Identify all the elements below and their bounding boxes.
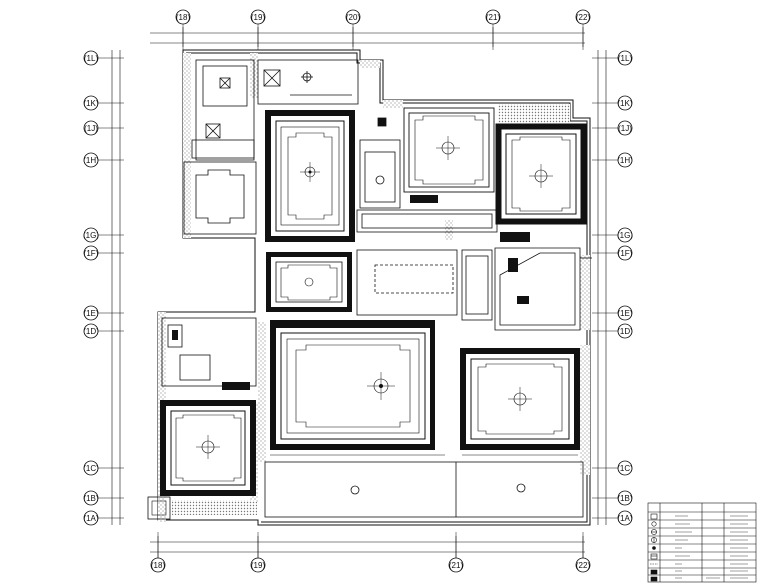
grid-bubble: (1L) — [617, 50, 633, 66]
grid-bubbles-right: (1L) (1K) (1J) (1H) (1G) (1F) (1E) (1D) … — [617, 50, 633, 526]
room-lobby — [183, 161, 257, 235]
room-balcony — [264, 454, 584, 518]
grid-bubble: (22) — [575, 9, 591, 25]
grid-label: (1H) — [617, 156, 633, 165]
hallway-center — [356, 249, 493, 321]
access-panel-icon — [650, 569, 658, 575]
grid-label: (1A) — [617, 514, 632, 523]
grid-label: (18) — [151, 561, 166, 570]
grid-label: (1C) — [83, 464, 99, 473]
room-study — [403, 107, 495, 203]
vent-icon — [650, 553, 658, 560]
top-dimension-line — [150, 27, 585, 47]
grid-bubble: (1K) — [617, 95, 633, 111]
grid-bubble: (22) — [575, 557, 591, 573]
room-dining-alcove — [266, 252, 352, 312]
grid-label: (1G) — [617, 231, 633, 240]
grid-bubble: (1K) — [83, 95, 99, 111]
bottom-dimension-line — [150, 536, 585, 558]
left-dimension-line — [111, 50, 121, 525]
grid-label: (1B) — [83, 494, 98, 503]
room-master-bedroom — [460, 348, 580, 450]
right-dimension-line — [597, 50, 607, 525]
room-utility — [191, 59, 255, 161]
grid-label: (1L) — [618, 54, 633, 63]
smoke-detector-icon — [650, 576, 658, 582]
grid-bubble: (1A) — [617, 510, 633, 526]
grid-label: (19) — [251, 561, 266, 570]
grid-label: (19) — [251, 13, 266, 22]
grid-bubble: (20) — [345, 9, 361, 25]
room-kitchen — [494, 247, 592, 331]
room-bedroom-2 — [495, 123, 587, 225]
grid-bubble: (1E) — [617, 305, 633, 321]
room-bath-2 — [161, 317, 257, 390]
grid-label: (1F) — [84, 249, 99, 258]
grid-label: (1J) — [84, 124, 98, 133]
grid-bubble: (1D) — [83, 323, 99, 339]
grid-bubble: (1G) — [617, 227, 633, 243]
spotlight-icon — [652, 546, 656, 550]
grid-bubble: (1J) — [83, 120, 99, 136]
grid-bubble: (19) — [250, 557, 266, 573]
grid-bubble: (1J) — [617, 120, 633, 136]
room-living — [270, 320, 435, 450]
ceiling-fan-icon — [651, 529, 657, 535]
grid-label: (1F) — [618, 249, 633, 258]
grid-bubble: (1C) — [617, 460, 633, 476]
legend-table — [647, 502, 757, 583]
grid-label: (21) — [449, 561, 464, 570]
grid-label: (1H) — [83, 156, 99, 165]
grid-bubble: (21) — [485, 9, 501, 25]
grid-bubble: (19) — [250, 9, 266, 25]
grid-bubble: (1H) — [83, 152, 99, 168]
grid-label: (1K) — [83, 99, 98, 108]
grid-label: (1A) — [83, 514, 98, 523]
grid-bubble: (1B) — [83, 490, 99, 506]
downlight-icon — [651, 521, 657, 527]
grid-label: (1J) — [618, 124, 632, 133]
corridor-middle — [356, 209, 530, 242]
grid-bubble: (1E) — [83, 305, 99, 321]
grid-bubble: (21) — [448, 557, 464, 573]
grid-light-icon — [650, 513, 658, 520]
grid-bubble: (18) — [175, 9, 191, 25]
grid-bubble: (1F) — [617, 245, 633, 261]
legend-icons — [650, 513, 748, 582]
grid-label: (1L) — [84, 54, 99, 63]
chandelier-icon — [651, 537, 657, 543]
grid-label: (1C) — [617, 464, 633, 473]
grid-label: (1D) — [83, 327, 99, 336]
grid-bubble: (1C) — [83, 460, 99, 476]
grid-bubbles-bottom: (18) (19) (21) (22) — [150, 557, 591, 573]
grid-bubbles-top: (18) (19) (20) (21) (22) — [175, 9, 591, 25]
grid-label: (21) — [486, 13, 501, 22]
room-bath-1 — [359, 117, 401, 209]
room-bedroom-1 — [265, 110, 355, 242]
grid-label: (22) — [576, 13, 591, 22]
grid-bubble: (1F) — [83, 245, 99, 261]
grid-label: (1D) — [617, 327, 633, 336]
grid-bubble: (18) — [150, 557, 166, 573]
grid-label: (1K) — [617, 99, 632, 108]
grid-label: (1B) — [617, 494, 632, 503]
room-bedroom-3 — [147, 400, 256, 520]
grid-bubble: (1H) — [617, 152, 633, 168]
grid-label: (1G) — [83, 231, 99, 240]
grid-bubble: (1D) — [617, 323, 633, 339]
grid-leaders — [98, 24, 618, 558]
grid-bubbles-left: (1L) (1K) (1J) (1H) (1G) (1F) (1E) (1D) … — [83, 50, 99, 526]
grid-bubble: (1A) — [83, 510, 99, 526]
grid-bubble: (1B) — [617, 490, 633, 506]
grid-bubble: (1G) — [83, 227, 99, 243]
grid-label: (20) — [346, 13, 361, 22]
grid-label: (18) — [176, 13, 191, 22]
grid-bubble: (1L) — [83, 50, 99, 66]
corridor-top — [257, 59, 359, 105]
grid-label: (1E) — [83, 309, 98, 318]
grid-label: (1E) — [617, 309, 632, 318]
grid-label: (22) — [576, 561, 591, 570]
